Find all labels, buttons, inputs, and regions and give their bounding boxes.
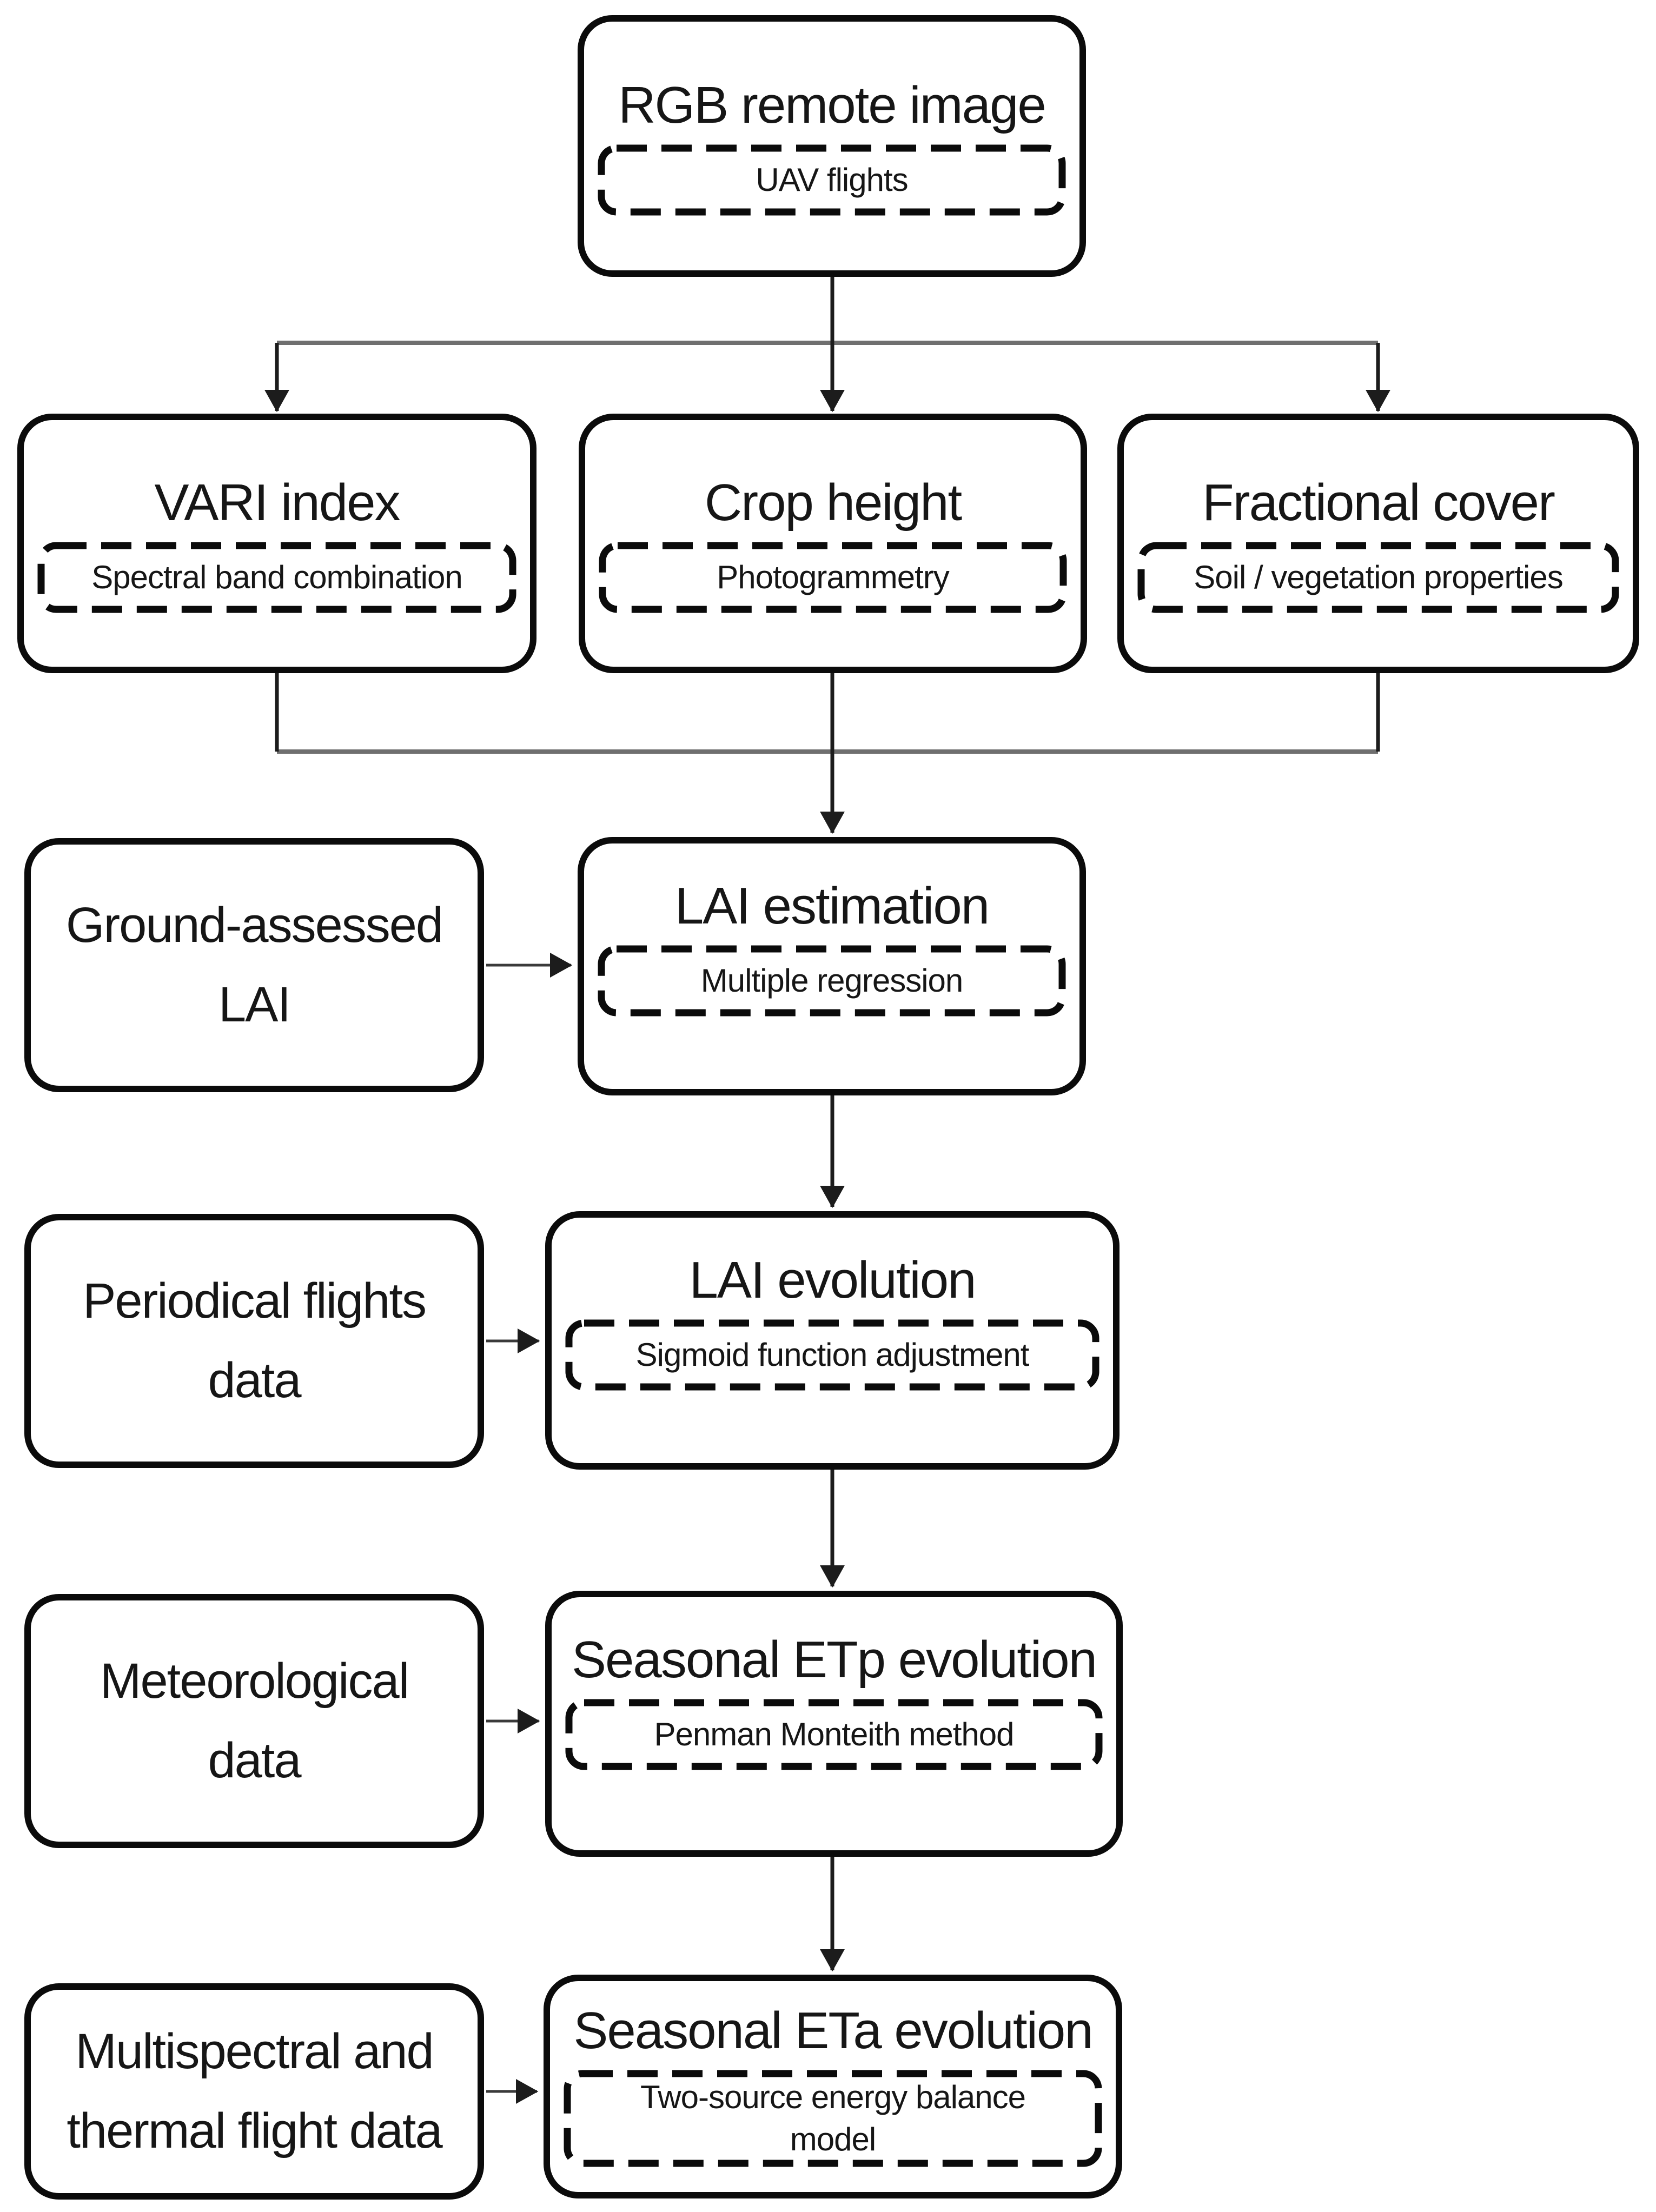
input-label: Multispectral and thermal flight data: [67, 2023, 442, 2158]
node-periodical-flights-data: Periodical flights data: [24, 1214, 484, 1468]
dashed-border: [565, 1699, 1103, 1770]
method-box: UAV flights: [598, 144, 1066, 216]
method-label: Spectral band combination: [91, 559, 462, 595]
dashed-border: [564, 2070, 1102, 2167]
node-lai-estimation: LAI estimation Multiple regression: [578, 837, 1086, 1095]
node-fractional-cover: Fractional cover Soil / vegetation prope…: [1117, 414, 1639, 673]
method-label: Photogrammetry: [717, 559, 949, 595]
node-lai-evolution: LAI evolution Sigmoid function adjustmen…: [545, 1211, 1120, 1470]
method-box: Penman Monteith method: [565, 1699, 1103, 1770]
input-label: Periodical flights data: [83, 1273, 427, 1408]
method-box: Photogrammetry: [599, 542, 1067, 613]
dashed-border: [37, 542, 516, 613]
node-title: LAI evolution: [689, 1251, 976, 1309]
method-label: Penman Monteith method: [654, 1716, 1014, 1752]
dashed-border: [565, 1319, 1099, 1391]
node-vari-index: VARI index Spectral band combination: [17, 414, 536, 673]
dashed-border: [598, 945, 1066, 1017]
node-ground-assessed-lai: Ground-assessed LAI: [24, 838, 484, 1092]
node-title: Seasonal ETa evolution: [573, 2002, 1093, 2060]
node-crop-height: Crop height Photogrammetry: [579, 414, 1087, 673]
node-title: RGB remote image: [618, 76, 1046, 135]
node-rgb-remote-image: RGB remote image UAV flights: [578, 15, 1086, 277]
method-box: Multiple regression: [598, 945, 1066, 1017]
method-label: Two-source energy balance model: [640, 2078, 1026, 2157]
method-label: Sigmoid function adjustment: [635, 1336, 1030, 1373]
method-box: Spectral band combination: [37, 542, 516, 613]
method-box: Two-source energy balance model: [564, 2070, 1102, 2167]
node-seasonal-etp-evolution: Seasonal ETp evolution Penman Monteith m…: [545, 1591, 1123, 1857]
dashed-border: [599, 542, 1067, 613]
node-seasonal-eta-evolution: Seasonal ETa evolution Two-source energy…: [544, 1975, 1122, 2198]
node-title: Crop height: [704, 474, 962, 532]
method-box: Soil / vegetation properties: [1137, 542, 1619, 613]
node-multispectral-thermal-flight-data: Multispectral and thermal flight data: [24, 1983, 484, 2200]
node-title: Fractional cover: [1202, 474, 1555, 532]
input-label: Ground-assessed LAI: [65, 897, 443, 1032]
node-title: VARI index: [154, 474, 400, 532]
node-title: Seasonal ETp evolution: [572, 1631, 1097, 1689]
method-label: UAV flights: [756, 161, 908, 198]
input-label: Meteorological data: [100, 1653, 409, 1788]
method-label: Soil / vegetation properties: [1194, 559, 1563, 595]
node-title: LAI estimation: [674, 877, 990, 935]
dashed-border: [598, 144, 1066, 216]
method-box: Sigmoid function adjustment: [565, 1319, 1099, 1391]
method-label: Multiple regression: [700, 962, 964, 999]
node-meteorological-data: Meteorological data: [24, 1594, 484, 1848]
dashed-border: [1137, 542, 1619, 613]
